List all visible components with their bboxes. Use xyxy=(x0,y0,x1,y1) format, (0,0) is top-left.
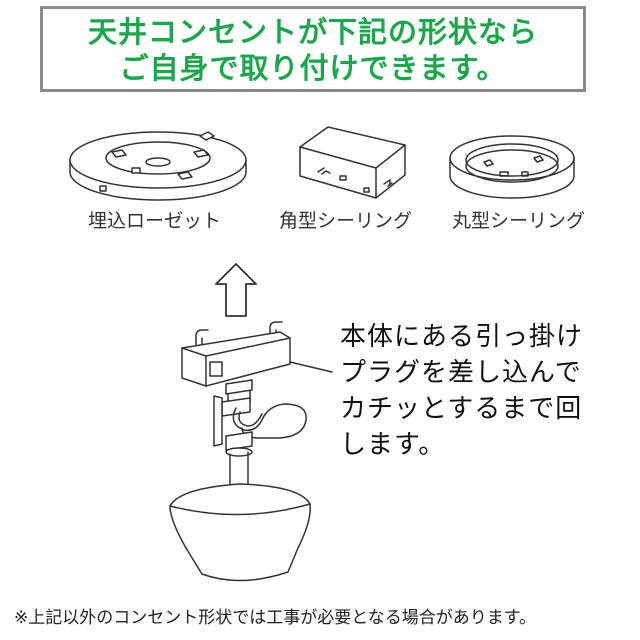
hook-plug-illustration xyxy=(169,321,333,582)
header-banner: 天井コンセントが下記の形状なら ご自身で取り付けできます。 xyxy=(40,6,586,92)
instruction-line-2: プラグを差し込んで xyxy=(340,358,582,388)
up-arrow-icon xyxy=(215,263,257,317)
instruction-line-3: カチッとするまで回 xyxy=(340,394,583,424)
square-ceiling-illustration xyxy=(299,126,406,199)
banner-line-2: ご自身で取り付けできます。 xyxy=(119,51,507,85)
round-ceiling-illustration xyxy=(449,135,575,199)
instruction-line-1: 本体にある引っ掛け xyxy=(340,322,584,352)
footnote: ※上記以外のコンセント形状では工事が必要となる場合があります。 xyxy=(14,608,537,628)
outlet-label-embedded-rosette: 埋込ローゼット xyxy=(88,210,222,232)
instruction-line-4: します。 xyxy=(340,430,446,460)
outlet-label-square-ceiling: 角型シーリング xyxy=(279,210,413,232)
outlet-label-round-ceiling: 丸型シーリング xyxy=(452,210,586,232)
banner-line-1: 天井コンセントが下記の形状なら xyxy=(87,15,538,49)
embedded-rosette-illustration xyxy=(69,131,247,201)
